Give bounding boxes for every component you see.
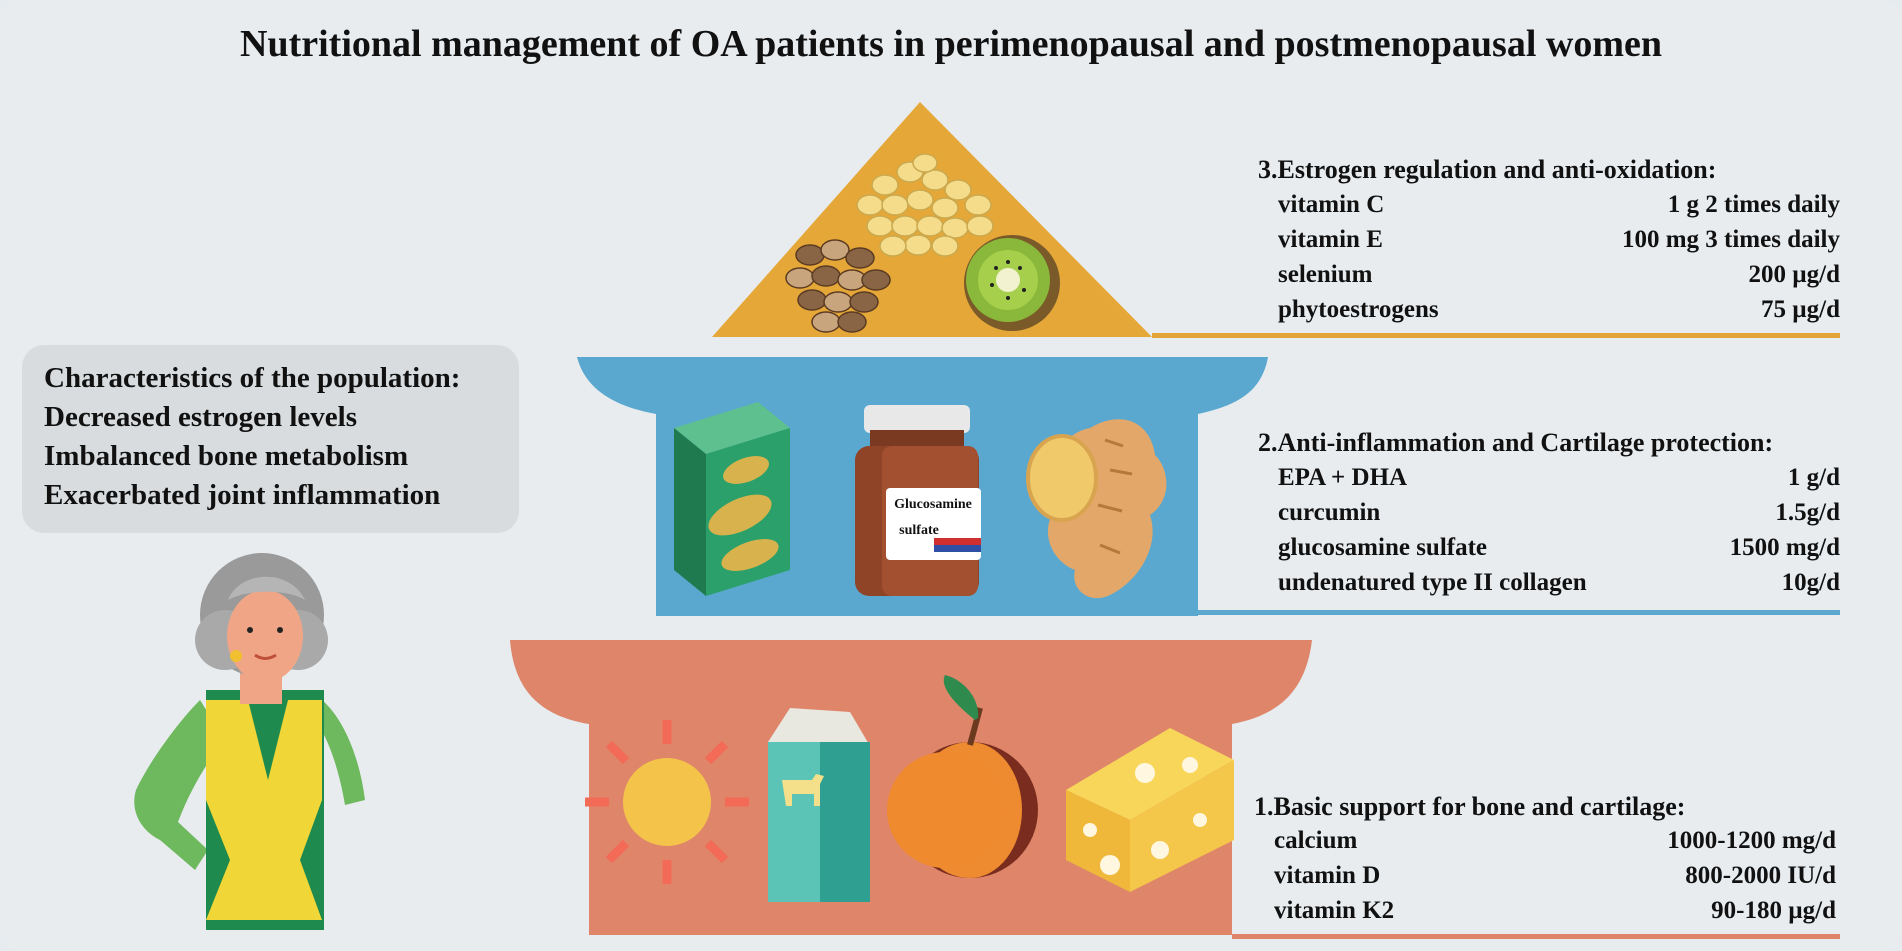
nutrient-dose: 800-2000 IU/d: [1685, 862, 1836, 889]
section-underline: [1196, 610, 1840, 615]
population-characteristics-box: Characteristics of the population: Decre…: [22, 345, 519, 533]
section-basic-support: 1.Basic support for bone and cartilage: …: [1240, 792, 1840, 942]
nutrient-name: vitamin E: [1278, 226, 1383, 253]
nutrient-name: curcumin: [1278, 499, 1381, 526]
nutrient-row: vitamin E 100 mg 3 times daily: [1278, 226, 1840, 258]
nutrient-row: EPA + DHA 1 g/d: [1278, 464, 1840, 496]
population-item: Decreased estrogen levels: [44, 401, 357, 433]
section-heading: 3.Estrogen regulation and anti-oxidation…: [1258, 155, 1717, 184]
nutrient-dose: 10g/d: [1781, 569, 1840, 596]
nuts-icon: [785, 239, 891, 333]
nutrient-dose: 75 µg/d: [1760, 296, 1840, 323]
orange-icon: [887, 675, 1038, 878]
cheese-icon: [1066, 728, 1234, 892]
section-estrogen-antioxidation: 3.Estrogen regulation and anti-oxidation…: [1240, 155, 1840, 340]
nutrient-name: phytoestrogens: [1278, 296, 1439, 323]
nutrient-name: EPA + DHA: [1278, 464, 1408, 491]
milk-carton-icon: [768, 708, 870, 902]
ginger-icon: [1026, 419, 1167, 599]
population-item: Imbalanced bone metabolism: [44, 440, 409, 472]
nutrient-row: vitamin C 1 g 2 times daily: [1278, 191, 1840, 223]
nutrient-row: vitamin K2 90-180 µg/d: [1274, 897, 1836, 929]
population-item: Exacerbated joint inflammation: [44, 479, 441, 511]
nutrient-name: vitamin D: [1274, 862, 1381, 889]
section-underline: [1152, 333, 1840, 338]
nutrient-row: selenium 200 µg/d: [1278, 261, 1840, 293]
jar-label-line2: sulfate: [899, 523, 939, 538]
section-anti-inflammation: 2.Anti-inflammation and Cartilage protec…: [1240, 428, 1840, 613]
section-underline: [1232, 934, 1840, 939]
glucosamine-jar-icon: Glucosamine sulfate: [855, 405, 981, 596]
nutrient-name: vitamin C: [1278, 191, 1385, 218]
section-heading: 2.Anti-inflammation and Cartilage protec…: [1258, 428, 1774, 457]
section-heading: 1.Basic support for bone and cartilage:: [1254, 792, 1686, 821]
nutrient-dose: 1 g 2 times daily: [1667, 191, 1840, 218]
nutrient-name: calcium: [1274, 827, 1358, 854]
nutrient-dose: 90-180 µg/d: [1711, 897, 1836, 924]
page-title: Nutritional management of OA patients in…: [240, 23, 1662, 65]
nutrient-dose: 1 g/d: [1787, 464, 1840, 491]
nutrient-dose: 1.5g/d: [1775, 499, 1840, 526]
nutrient-dose: 100 mg 3 times daily: [1621, 226, 1840, 253]
nutrient-row: calcium 1000-1200 mg/d: [1274, 827, 1836, 859]
sun-icon: [585, 720, 749, 884]
nutrient-dose: 1000-1200 mg/d: [1667, 827, 1836, 854]
nutrient-row: vitamin D 800-2000 IU/d: [1274, 862, 1836, 894]
nutrient-name: glucosamine sulfate: [1278, 534, 1488, 561]
nutrient-name: selenium: [1278, 261, 1373, 288]
nutrient-row: phytoestrogens 75 µg/d: [1278, 296, 1840, 328]
nutrient-dose: 200 µg/d: [1748, 261, 1840, 288]
population-heading: Characteristics of the population:: [44, 362, 461, 394]
soybeans-icon: [856, 153, 994, 257]
fish-box-icon: [674, 402, 790, 596]
nutrient-row: undenatured type II collagen 10g/d: [1278, 569, 1840, 601]
nutrient-row: glucosamine sulfate 1500 mg/d: [1278, 534, 1840, 566]
kiwi-icon: [964, 235, 1060, 331]
nutrient-name: vitamin K2: [1274, 897, 1395, 924]
nutrient-name: undenatured type II collagen: [1278, 569, 1587, 596]
nutrient-row: curcumin 1.5g/d: [1278, 499, 1840, 531]
nutrient-dose: 1500 mg/d: [1729, 534, 1840, 561]
woman-icon: [134, 553, 365, 930]
jar-label-line1: Glucosamine: [894, 497, 972, 512]
